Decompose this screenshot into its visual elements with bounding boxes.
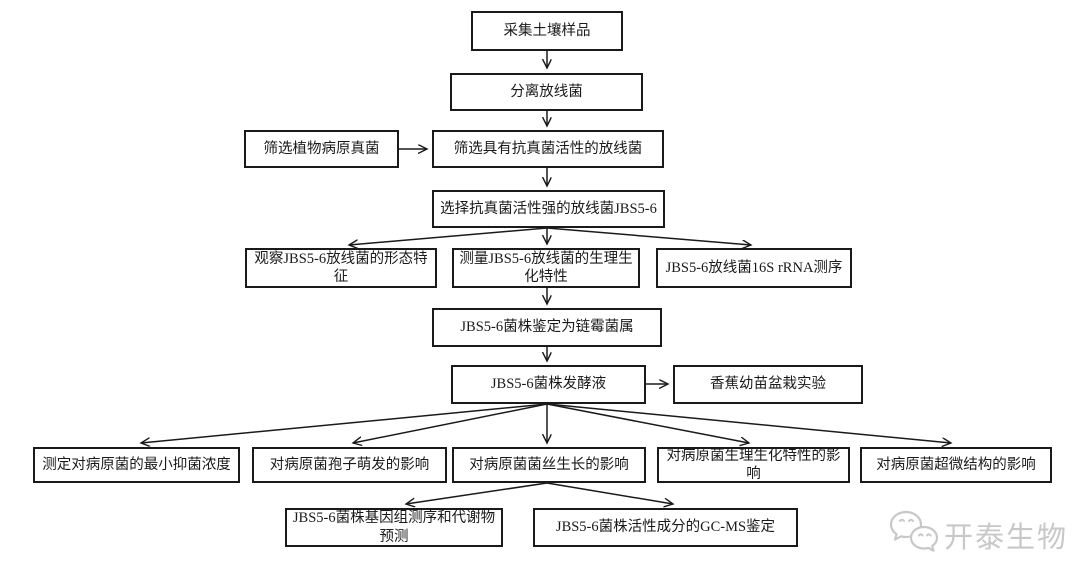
node-banana-pot-experiment: 香蕉幼苗盆栽实验 (673, 365, 863, 404)
watermark-brand-text: 开泰生物 (944, 522, 1069, 554)
node-genome-sequencing: JBS5-6菌株基因组测序和代谢物预测 (285, 508, 503, 547)
arrow-select-to-rrna (546, 227, 751, 245)
node-collect-soil: 采集土壤样品 (471, 11, 623, 51)
node-mycelium-growth-effect: 对病原菌菌丝生长的影响 (452, 447, 646, 483)
node-rrna-sequencing: JBS5-6放线菌16S rRNA测序 (656, 248, 852, 288)
watermark: 开泰生物 (888, 508, 1068, 562)
arrow-broth-to-mic (141, 403, 548, 443)
node-measure-physiology: 测量JBS5-6放线菌的生理生化特性 (452, 248, 640, 288)
node-observe-morphology: 观察JBS5-6放线菌的形态特征 (245, 248, 437, 288)
arrow-mycelium-to-genome (406, 482, 548, 504)
arrow-mycelium-to-gcms (546, 482, 673, 504)
arrow-broth-to-spore (353, 403, 548, 443)
arrow-broth-to-physiology (546, 403, 749, 443)
node-physiology-effect: 对病原菌生理生化特性的影响 (657, 447, 850, 483)
node-spore-germination-effect: 对病原菌孢子萌发的影响 (252, 447, 447, 483)
node-fermentation-broth: JBS5-6菌株发酵液 (451, 365, 646, 404)
arrow-select-to-observe (349, 227, 548, 245)
node-select-strong-strain: 选择抗真菌活性强的放线菌JBS5-6 (432, 190, 665, 228)
node-gcms-identification: JBS5-6菌株活性成分的GC-MS鉴定 (533, 508, 798, 547)
arrow-broth-to-ultrastructure (546, 403, 951, 443)
node-mic-determination: 测定对病原菌的最小抑菌浓度 (33, 447, 240, 483)
node-identify-streptomyces: JBS5-6菌株鉴定为链霉菌属 (432, 308, 662, 347)
chat-bubbles-icon (889, 510, 939, 552)
node-isolate-actinomycetes: 分离放线菌 (450, 73, 643, 111)
node-ultrastructure-effect: 对病原菌超微结构的影响 (860, 447, 1052, 483)
node-screen-antifungal-actinomycetes: 筛选具有抗真菌活性的放线菌 (432, 130, 664, 168)
node-screen-pathogenic-fungi: 筛选植物病原真菌 (244, 130, 399, 168)
